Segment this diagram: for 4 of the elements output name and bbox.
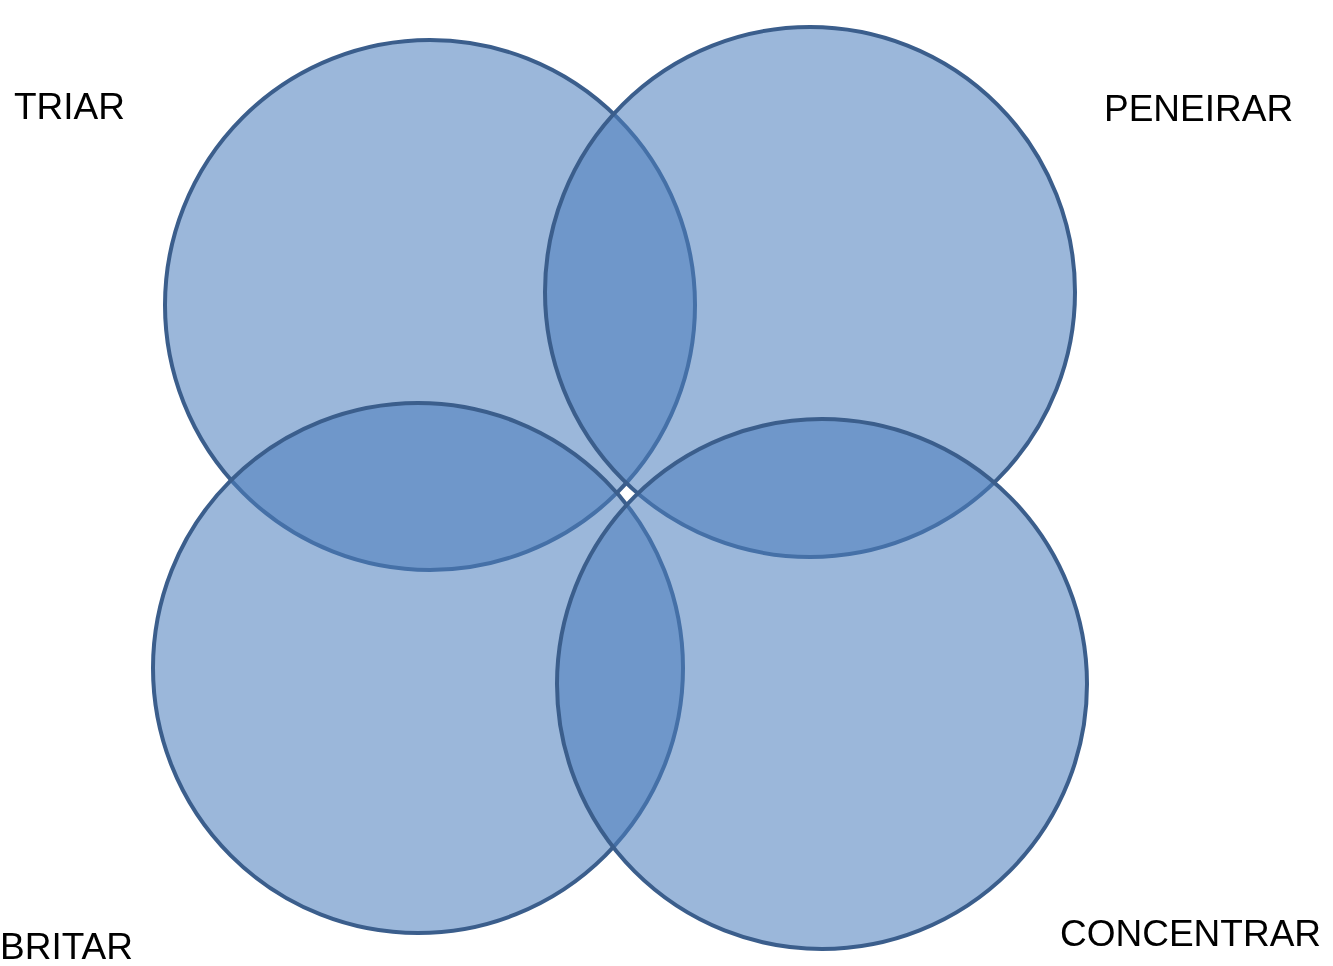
step-label: TRIAR	[14, 88, 125, 125]
step-label: CONCENTRAR	[1060, 915, 1322, 952]
step-label: BRITAR	[0, 928, 133, 965]
step-label: PENEIRAR	[1104, 90, 1294, 127]
